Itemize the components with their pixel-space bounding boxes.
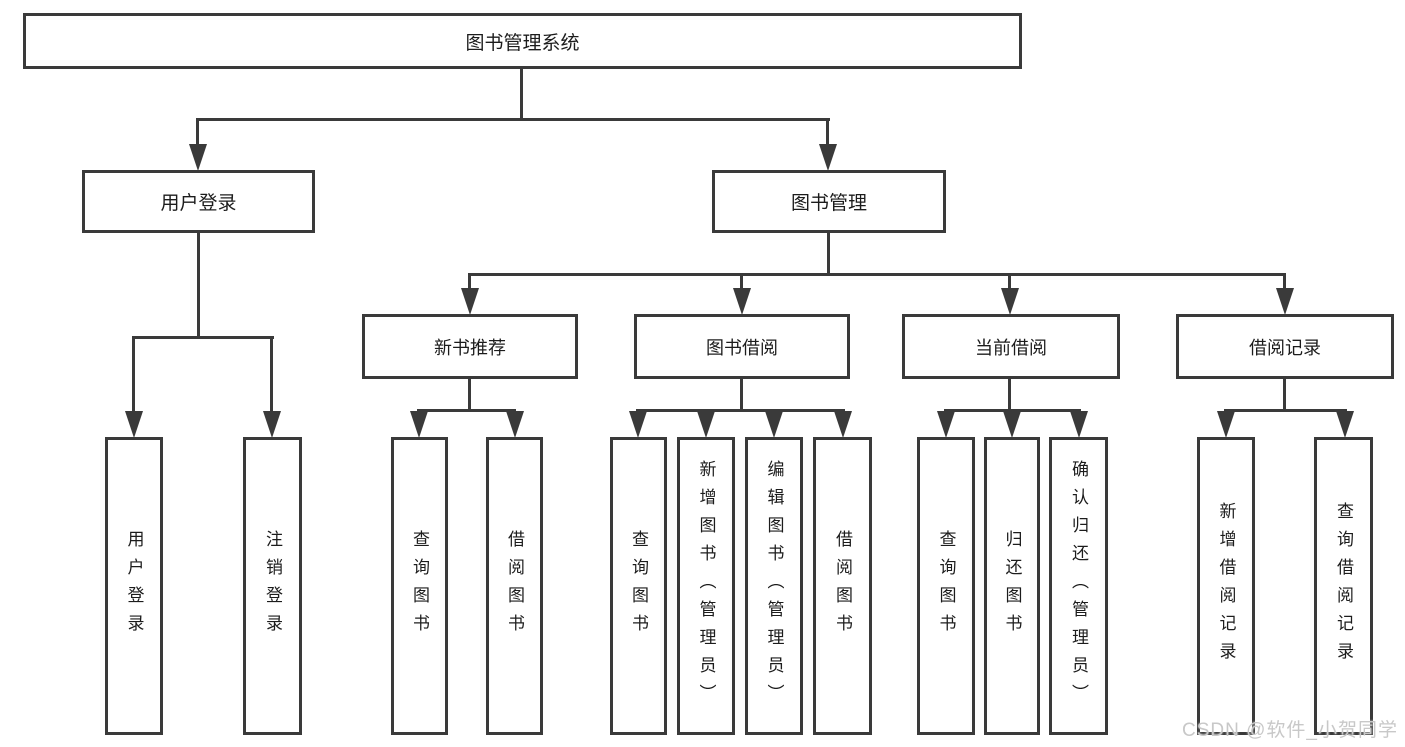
arrow-down-icon	[765, 411, 783, 438]
leaf-query-borrow-record: 查询借阅记录	[1314, 437, 1373, 735]
connector-line	[468, 275, 471, 291]
leaf-logout: 注销登录	[243, 437, 302, 735]
leaf-edit-book-admin: 编辑图书（管理员）	[745, 437, 803, 735]
node-new-book-recommend: 新书推荐	[362, 314, 578, 379]
leaf-user-login: 用户登录	[105, 437, 163, 735]
leaf-borrow-books-recommend: 借阅图书	[486, 437, 543, 735]
arrow-down-icon	[1070, 411, 1088, 438]
leaf-query-books-current: 查询图书	[917, 437, 975, 735]
node-book-management: 图书管理	[712, 170, 946, 233]
connector-line	[132, 336, 274, 339]
connector-line	[826, 120, 829, 147]
node-library-management-system: 图书管理系统	[23, 13, 1022, 69]
connector-line	[196, 118, 830, 121]
connector-line	[1008, 275, 1011, 291]
arrow-down-icon	[697, 411, 715, 438]
node-label: 确认归还（管理员）	[1069, 460, 1088, 712]
connector-line	[1224, 409, 1347, 412]
node-label: 借阅记录	[1249, 337, 1321, 358]
arrow-down-icon	[1003, 411, 1021, 438]
connector-line	[270, 338, 273, 415]
node-book-borrowing: 图书借阅	[634, 314, 850, 379]
node-label: 新书推荐	[434, 337, 506, 358]
node-label: 图书管理	[790, 193, 867, 214]
leaf-add-book-admin: 新增图书（管理员）	[677, 437, 735, 735]
node-label: 注销登录	[263, 530, 282, 642]
leaf-query-books-borrowing: 查询图书	[610, 437, 667, 735]
arrow-down-icon	[733, 288, 751, 315]
connector-line	[520, 67, 523, 121]
arrow-down-icon	[937, 411, 955, 438]
arrow-down-icon	[629, 411, 647, 438]
arrow-down-icon	[1276, 288, 1294, 315]
leaf-add-borrow-record: 新增借阅记录	[1197, 437, 1255, 735]
connector-line	[1283, 275, 1286, 291]
leaf-confirm-return-admin: 确认归还（管理员）	[1049, 437, 1108, 735]
node-label: 当前借阅	[975, 337, 1047, 358]
connector-line	[944, 409, 1081, 412]
connector-line	[1008, 378, 1011, 411]
node-label: 查询图书	[410, 530, 429, 642]
connector-line	[132, 338, 135, 415]
node-user-login: 用户登录	[82, 170, 315, 233]
connector-line	[197, 232, 200, 339]
connector-line	[1283, 378, 1286, 411]
arrow-down-icon	[125, 411, 143, 438]
arrow-down-icon	[834, 411, 852, 438]
node-label: 图书管理系统	[465, 32, 580, 54]
connector-line	[468, 273, 1286, 276]
node-label: 查询借阅记录	[1334, 502, 1353, 670]
connector-line	[636, 409, 845, 412]
node-label: 借阅图书	[505, 530, 524, 642]
connector-line	[417, 409, 516, 412]
arrow-down-icon	[1001, 288, 1019, 315]
node-label: 归还图书	[1002, 530, 1022, 642]
node-label: 查询图书	[629, 530, 648, 642]
leaf-return-book: 归还图书	[984, 437, 1040, 735]
connector-line	[827, 232, 830, 276]
connector-line	[196, 120, 199, 147]
leaf-query-books-recommend: 查询图书	[391, 437, 448, 735]
node-borrowing-records: 借阅记录	[1176, 314, 1394, 379]
connector-line	[468, 378, 471, 411]
arrow-down-icon	[1217, 411, 1235, 438]
arrow-down-icon	[189, 144, 207, 171]
node-label: 借阅图书	[833, 530, 852, 642]
leaf-borrow-books-borrowing: 借阅图书	[813, 437, 872, 735]
node-label: 图书借阅	[706, 337, 778, 358]
node-label: 用户登录	[160, 193, 237, 214]
csdn-watermark: CSDN @软件_小贺同学	[1182, 720, 1398, 741]
node-label: 编辑图书（管理员）	[764, 460, 784, 712]
node-label: 新增借阅记录	[1216, 502, 1236, 670]
arrow-down-icon	[410, 411, 428, 438]
node-label: 用户登录	[124, 530, 144, 642]
node-label: 查询图书	[936, 530, 956, 642]
node-label: 新增图书（管理员）	[696, 460, 716, 712]
arrow-down-icon	[819, 144, 837, 171]
arrow-down-icon	[506, 411, 524, 438]
arrow-down-icon	[461, 288, 479, 315]
connector-line	[740, 378, 743, 411]
node-current-borrowing: 当前借阅	[902, 314, 1120, 379]
connector-line	[740, 275, 743, 291]
arrow-down-icon	[1336, 411, 1354, 438]
arrow-down-icon	[263, 411, 281, 438]
